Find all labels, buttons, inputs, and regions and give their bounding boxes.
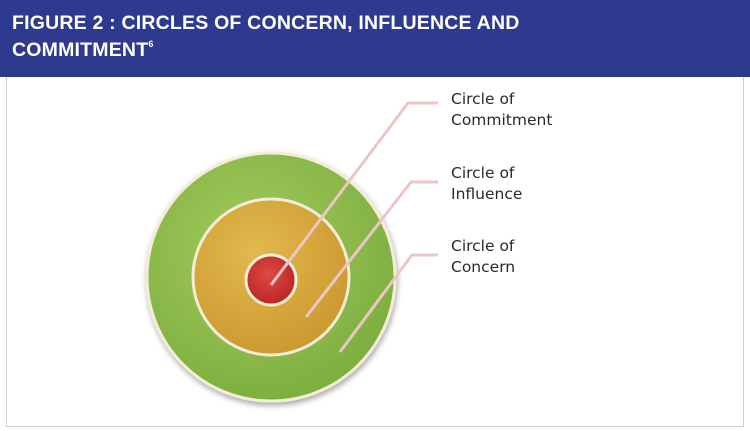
leader-line-concern	[338, 253, 438, 353]
label-influence-line1: Circle of	[451, 164, 515, 182]
figure-title-text: FIGURE 2 : CIRCLES OF CONCERN, INFLUENCE…	[12, 12, 520, 61]
label-influence-line2: Influence	[451, 185, 522, 203]
leader-line-commitment	[269, 101, 438, 286]
label-commitment-line1: Circle of	[451, 90, 515, 108]
figure-header: FIGURE 2 : CIRCLES OF CONCERN, INFLUENCE…	[0, 0, 750, 77]
figure-title: FIGURE 2 : CIRCLES OF CONCERN, INFLUENCE…	[12, 10, 612, 64]
label-commitment-line2: Commitment	[451, 111, 552, 129]
label-concern-line2: Concern	[451, 258, 515, 276]
leader-line-influence	[304, 180, 438, 318]
figure-title-superscript: 6	[148, 38, 154, 49]
label-concern-line1: Circle of	[451, 237, 515, 255]
